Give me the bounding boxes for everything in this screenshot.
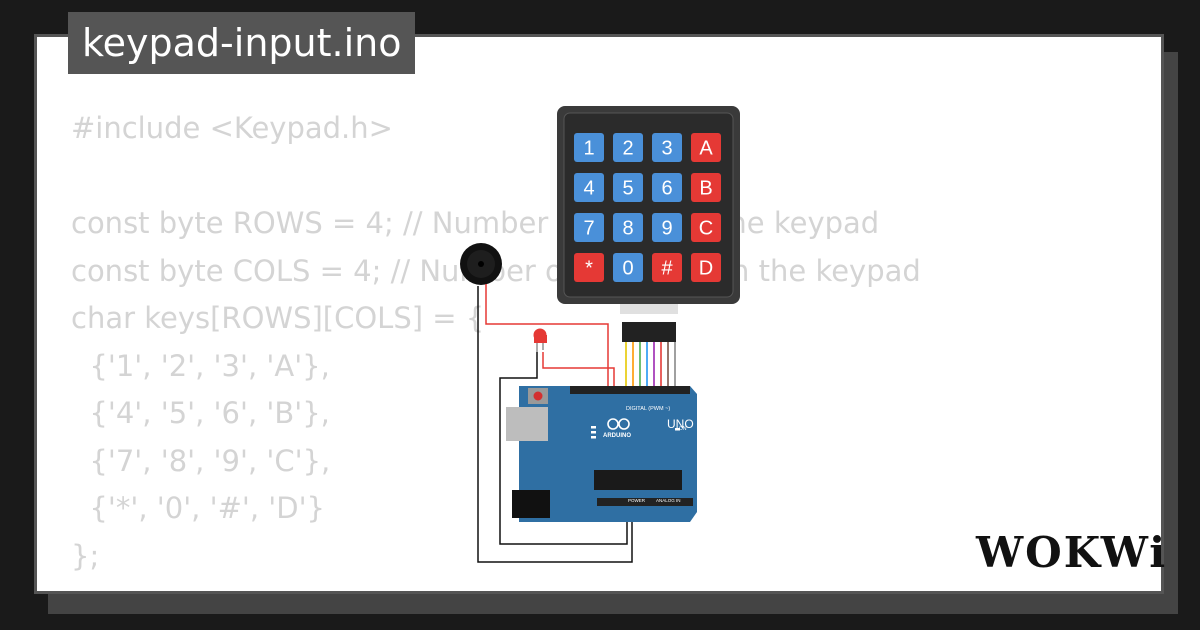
keypad-key-label: 2 xyxy=(622,138,633,160)
analog-label: ANALOG IN xyxy=(656,498,681,503)
code-line: }; xyxy=(71,538,100,573)
code-line: {'1', '2', '3', 'A'}, xyxy=(71,348,330,383)
code-line: {'4', '5', '6', 'B'}, xyxy=(71,396,330,430)
keypad-key-label: 9 xyxy=(661,218,672,240)
code-line: {'7', '8', '9', 'C'}, xyxy=(71,443,331,478)
red-led[interactable] xyxy=(533,328,548,353)
circuit-wires xyxy=(477,284,633,563)
on-label: ON xyxy=(679,426,687,432)
power-label: POWER xyxy=(628,498,646,503)
keypad-key-label: 3 xyxy=(661,138,672,160)
keypad-key-5[interactable] xyxy=(613,173,643,202)
keypad-key-label: A xyxy=(699,138,713,160)
atmega-chip xyxy=(594,470,682,490)
keypad-key-label: 4 xyxy=(583,178,594,200)
keypad-key-label: 8 xyxy=(622,218,633,240)
keypad-key-label: * xyxy=(585,258,593,280)
keypad-key-label: 7 xyxy=(583,218,594,240)
digital-label: DIGITAL (PWM ~) xyxy=(626,406,670,412)
code-line: #include <Keypad.h> xyxy=(71,111,393,145)
keypad-key-4[interactable] xyxy=(574,173,604,202)
keypad-wires xyxy=(625,342,676,388)
keypad-key-6[interactable] xyxy=(652,173,682,202)
arduino-logo-icon xyxy=(607,418,630,430)
keypad-key-label: C xyxy=(699,218,713,240)
keypad-key-9[interactable] xyxy=(652,213,682,242)
buzzer[interactable] xyxy=(460,243,502,285)
keypad-key-8[interactable] xyxy=(613,213,643,242)
arduino-label: ARDUINO xyxy=(603,433,631,439)
digital-header xyxy=(570,386,690,394)
keypad-connector xyxy=(620,304,678,342)
keypad-key-label: 6 xyxy=(661,178,672,200)
arduino-uno-board[interactable]: DIGITAL (PWM ~) UNO ARDUINO POWER ANALOG… xyxy=(506,386,697,522)
usb-port xyxy=(506,407,548,441)
keypad-key-C[interactable] xyxy=(691,213,721,242)
keypad-key-#[interactable] xyxy=(652,253,682,282)
wokwi-logo: WOKWi xyxy=(976,528,1168,577)
keypad-key-*[interactable] xyxy=(574,253,604,282)
keypad-key-3[interactable] xyxy=(652,133,682,162)
keypad-key-7[interactable] xyxy=(574,213,604,242)
keypad-key-D[interactable] xyxy=(691,253,721,282)
power-analog-header xyxy=(597,498,693,506)
keypad-key-label: B xyxy=(699,178,712,200)
code-line: {'*', '0', '#', 'D'} xyxy=(71,491,326,525)
project-title: keypad-input.ino xyxy=(68,12,416,74)
status-leds xyxy=(591,426,680,439)
keypad-key-2[interactable] xyxy=(613,133,643,162)
keypad-key-label: D xyxy=(699,258,713,280)
keypad-key-label: # xyxy=(661,258,673,280)
keypad-key-A[interactable] xyxy=(691,133,721,162)
keypad-key-0[interactable] xyxy=(613,253,643,282)
keypad-key-B[interactable] xyxy=(691,173,721,202)
keypad-4x4[interactable]: 1 2 3 A 4 5 6 B 7 8 9 C * 0 # D xyxy=(557,106,740,304)
code-line: char keys[ROWS][COLS] = { xyxy=(71,301,485,335)
power-jack xyxy=(512,490,550,518)
keypad-key-label: 1 xyxy=(583,138,594,160)
reset-button xyxy=(533,391,543,401)
uno-label: UNO xyxy=(667,417,694,431)
keypad-key-label: 0 xyxy=(622,258,633,280)
keypad-key-label: 5 xyxy=(622,178,633,200)
keypad-key-1[interactable] xyxy=(574,133,604,162)
